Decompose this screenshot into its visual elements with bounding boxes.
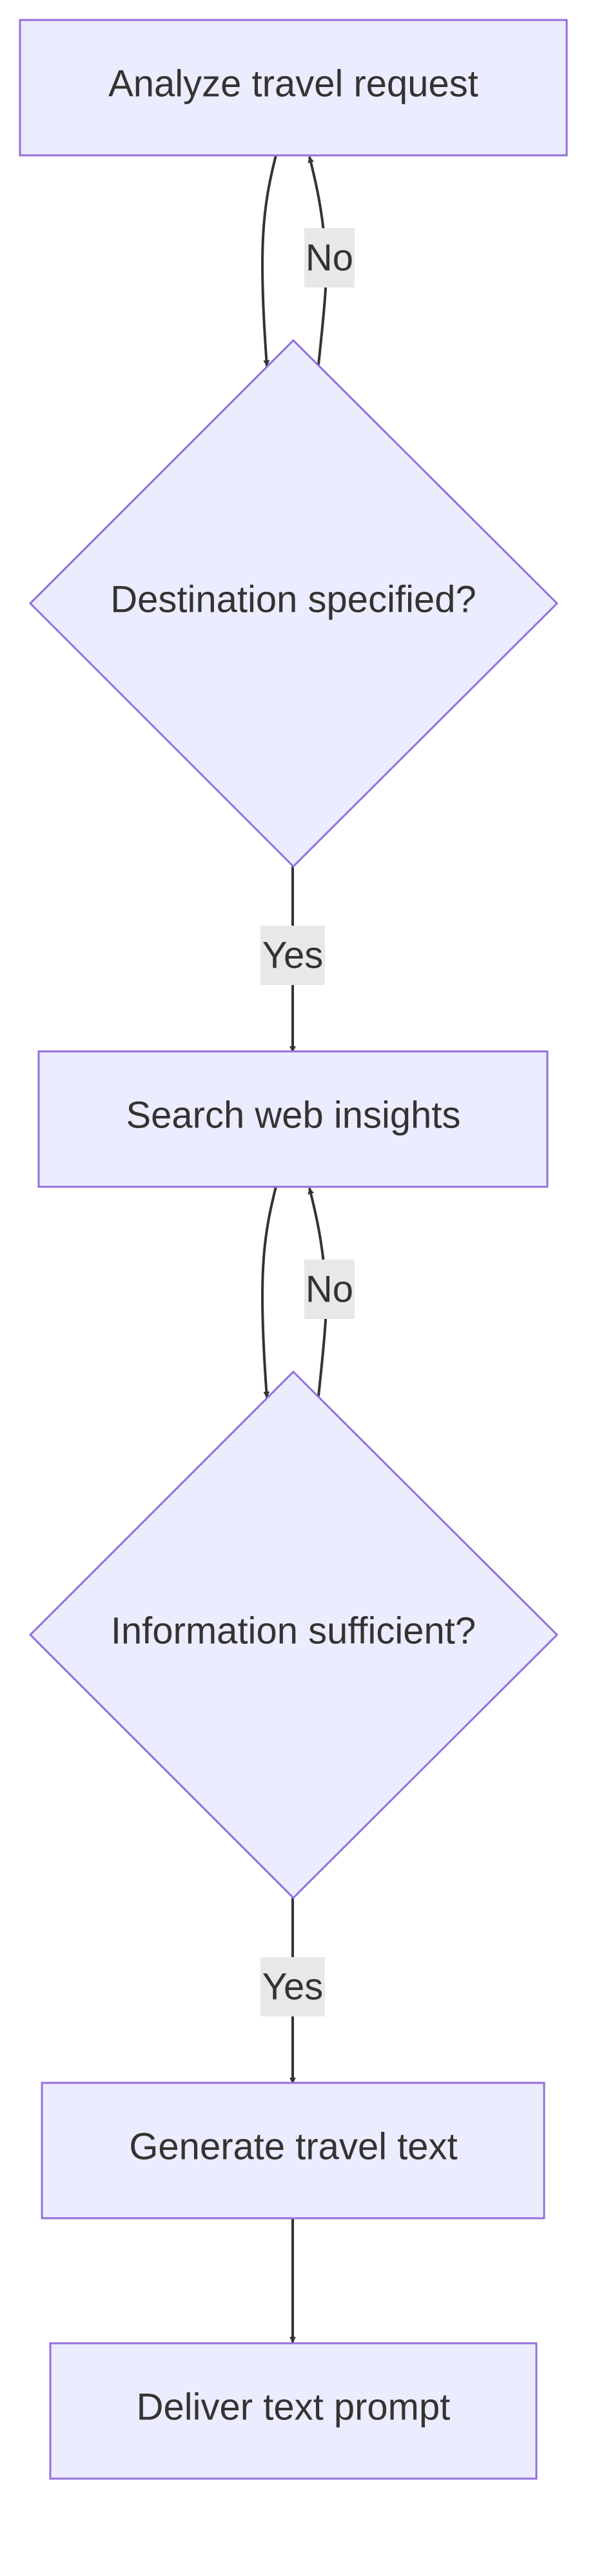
- edge-label-text: Yes: [262, 935, 324, 977]
- edge-label-destination-yes: Yes: [260, 926, 325, 985]
- node-label: Generate travel text: [129, 2126, 457, 2168]
- node-analyze-travel-request: Analyze travel request: [19, 19, 568, 157]
- decision-information-sufficient: Information sufficient?: [28, 1370, 559, 1900]
- edge-analyze-to-destination: [260, 155, 277, 367]
- node-deliver-text-prompt: Deliver text prompt: [49, 2342, 538, 2480]
- edge-label-info-yes: Yes: [260, 1957, 325, 2016]
- edge-label-text: No: [306, 1269, 353, 1311]
- decision-label: Destination specified?: [110, 579, 476, 621]
- node-search-web-insights: Search web insights: [37, 1050, 549, 1188]
- edge-label-text: No: [306, 237, 353, 279]
- decision-label: Information sufficient?: [111, 1610, 476, 1652]
- edge-search-to-info: [260, 1186, 277, 1398]
- edge-label-destination-no: No: [304, 228, 355, 288]
- decision-destination-specified: Destination specified?: [28, 338, 559, 868]
- node-label: Deliver text prompt: [137, 2386, 451, 2428]
- node-label: Analyze travel request: [108, 63, 478, 105]
- node-label: Search web insights: [126, 1095, 460, 1137]
- node-generate-travel-text: Generate travel text: [41, 2082, 545, 2220]
- edge-label-info-no: No: [304, 1260, 355, 1319]
- edge-label-text: Yes: [262, 1966, 324, 2008]
